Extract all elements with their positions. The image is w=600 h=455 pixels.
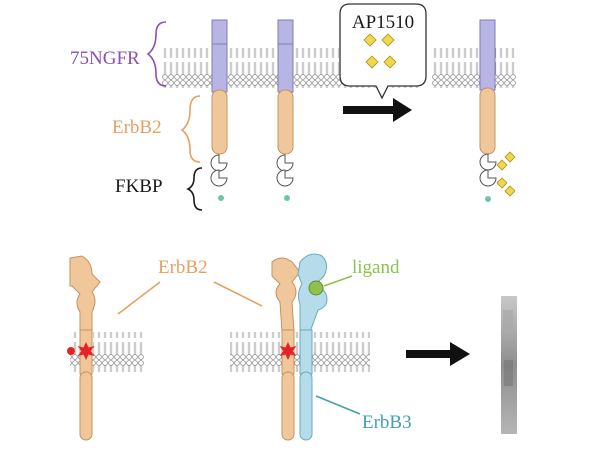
dimer-tm-domain: [479, 19, 496, 91]
dimer-fkbp-b: [479, 169, 497, 187]
ligand-sphere-icon: [308, 280, 324, 296]
label-fkbp: FKBP: [115, 176, 163, 197]
tag-2: [284, 195, 290, 201]
erbb3-tm: [299, 329, 313, 375]
brace-erbb2-top: [180, 95, 201, 163]
chimeric-receptor-2: [276, 19, 294, 201]
dimerized-receptor: [479, 19, 516, 202]
erbb2-center-extracellular: [271, 257, 301, 333]
bound-drug-diamond-icon: [496, 151, 516, 197]
receptor-1-erbb2-domain: [211, 89, 228, 155]
membrane-bilayer-top-right: [432, 48, 516, 88]
receptor-2-erbb2-domain: [277, 89, 294, 155]
receptor-1-tm-domain: [211, 43, 228, 93]
drug-callout: AP1510: [339, 3, 427, 100]
drug-diamond-icon: [363, 33, 397, 69]
dimer-tag: [485, 196, 491, 202]
receptor-1-extracellular: [211, 19, 228, 45]
receptor-2-extracellular: [277, 19, 294, 45]
tag-1: [218, 195, 224, 201]
pointer-erbb3: [315, 395, 361, 415]
micrograph-texture: [503, 310, 513, 330]
label-erbb2-top: ErbB2: [112, 117, 162, 138]
erbb3-intracellular: [299, 371, 313, 441]
fkbp-domain-2b: [276, 169, 294, 187]
brace-p75ngfr: [146, 21, 167, 87]
erbb2-center-intracellular: [281, 371, 295, 441]
pointer-erbb2-left: [117, 281, 161, 315]
arrow-right-icon-bottom: [406, 342, 470, 366]
chimeric-receptor-1: [210, 19, 228, 201]
dimer-erbb2-domain: [479, 87, 496, 155]
phospho-star-icon-left: [77, 342, 95, 360]
label-p75ngfr: 75NGFR: [70, 48, 140, 69]
micrograph-texture-2: [504, 360, 513, 386]
fkbp-domain-1b: [210, 169, 228, 187]
label-erbb2-bottom: ErbB2: [158, 257, 208, 278]
erbb2-receptor-left: [67, 255, 101, 441]
callout-bubble: [339, 3, 427, 100]
erbb2-left-intracellular: [79, 371, 93, 441]
phospho-star-icon-center: [279, 342, 297, 360]
top-panel: 75NGFR ErbB2 FKBP AP1510: [70, 3, 516, 211]
erbb2-left-extracellular: [69, 255, 101, 333]
receptor-2-tm-domain: [277, 43, 294, 93]
drug-name: AP1510: [352, 12, 414, 33]
arrow-right-icon-top: [343, 98, 412, 122]
fkbp-domain-1a: [210, 154, 228, 172]
erbb2-erbb3-heterodimer: [271, 253, 328, 441]
phospho-dot-edge: [67, 347, 75, 355]
pointer-ligand: [323, 275, 353, 287]
pointer-erbb2-right: [213, 281, 263, 307]
dimer-fkbp-a: [479, 153, 497, 171]
label-erbb3: ErbB3: [362, 412, 412, 433]
bottom-panel: ErbB2 ligand ErbB3: [67, 253, 517, 441]
brace-fkbp: [186, 167, 203, 211]
label-ligand: ligand: [352, 257, 400, 278]
fkbp-domain-2a: [276, 154, 294, 172]
